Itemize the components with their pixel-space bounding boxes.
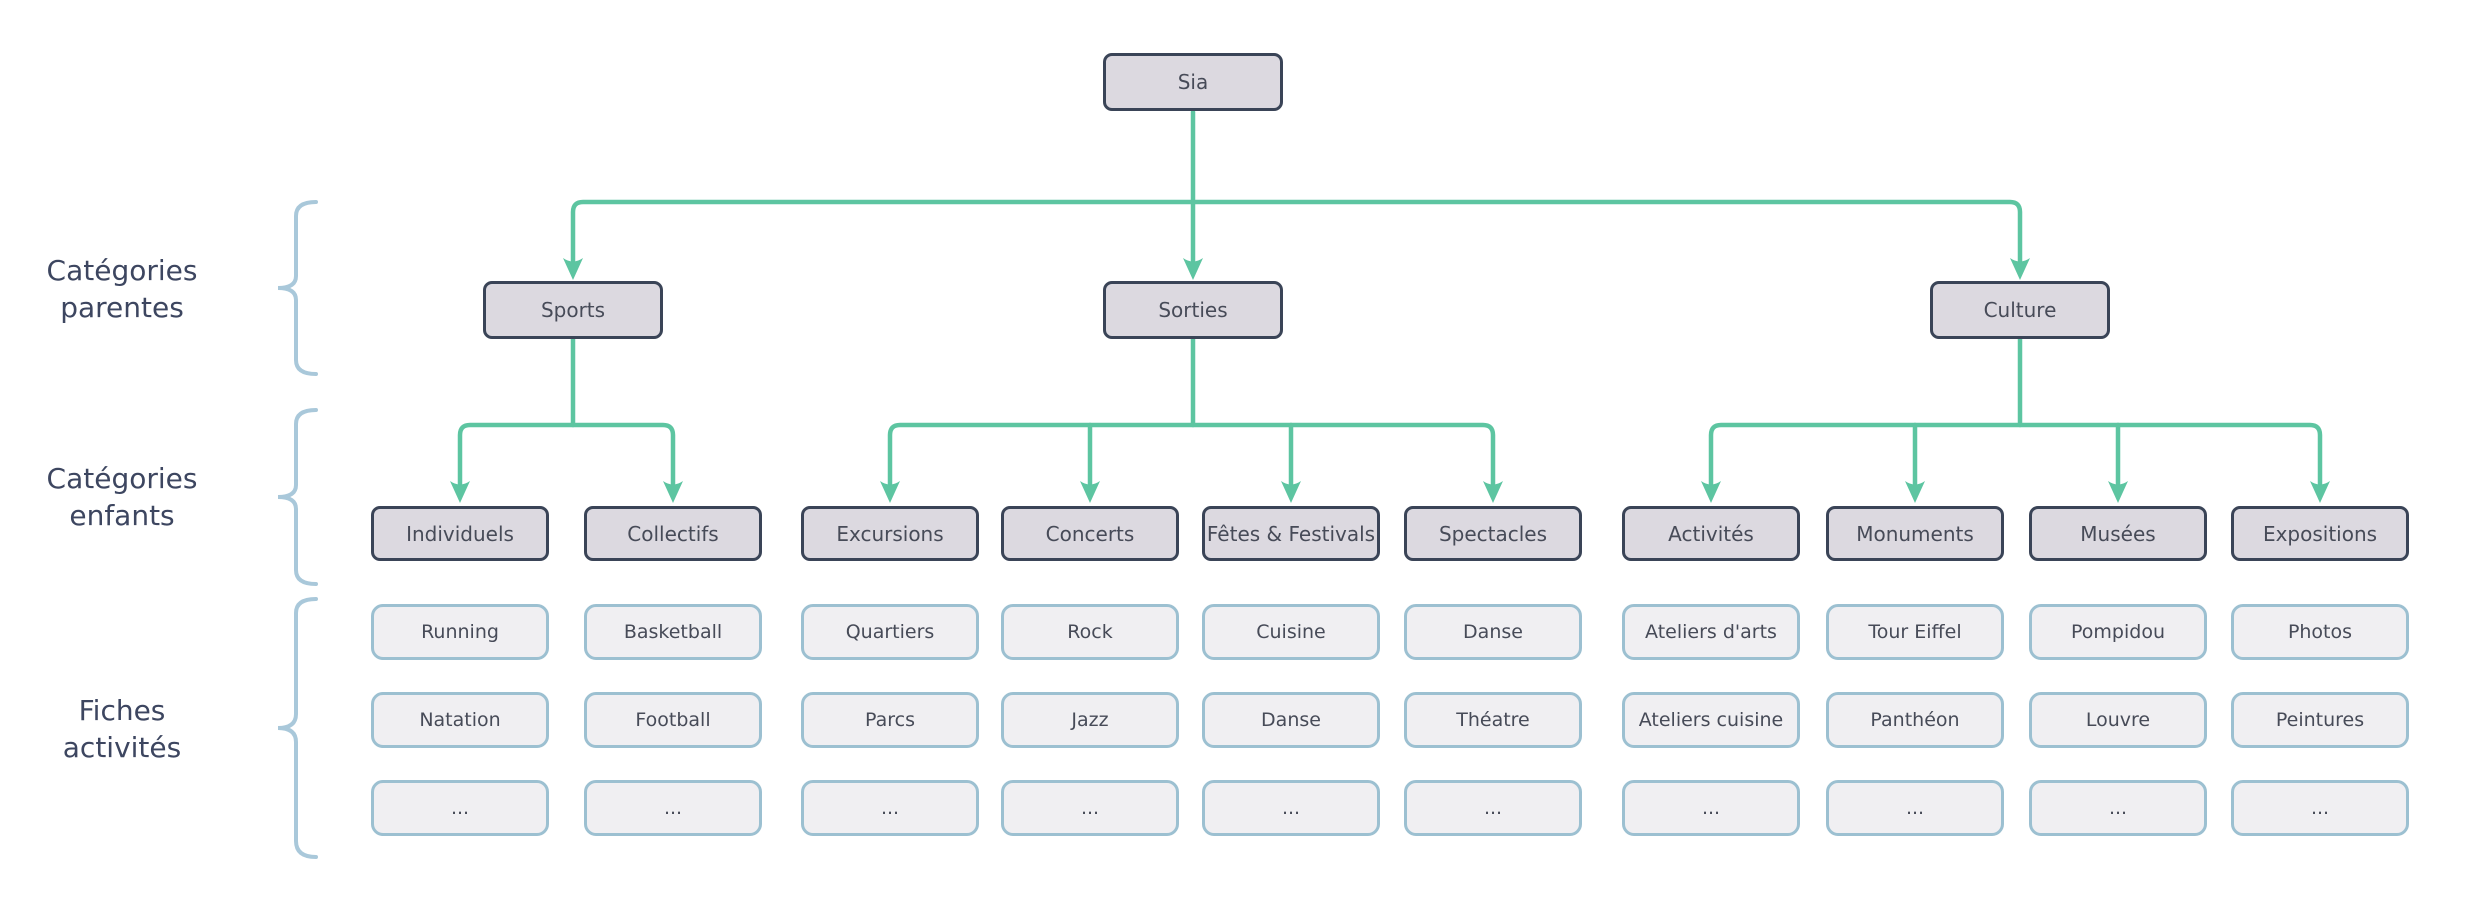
- brace-children: [277, 408, 318, 586]
- arrowhead: [450, 481, 470, 503]
- fiche-card: Natation: [371, 692, 549, 748]
- arrowhead: [880, 481, 900, 503]
- root-node-sia: Sia: [1103, 53, 1283, 111]
- child-node-excursions: Excursions: [801, 506, 979, 561]
- edge-sports-bus: [457, 422, 676, 487]
- fiche-card: ...: [801, 780, 979, 836]
- fiche-card: Pompidou: [2029, 604, 2207, 660]
- fiche-card: ...: [1202, 780, 1380, 836]
- fiche-card: Basketball: [584, 604, 762, 660]
- edge-root-bus: [570, 199, 2023, 264]
- fiche-card: Théatre: [1404, 692, 1582, 748]
- fiche-card: Ateliers d'arts: [1622, 604, 1800, 660]
- fiche-card: Tour Eiffel: [1826, 604, 2004, 660]
- arrowhead: [2108, 481, 2128, 503]
- arrowhead: [1701, 481, 1721, 503]
- child-node-activites: Activités: [1622, 506, 1800, 561]
- fiche-card: ...: [1404, 780, 1582, 836]
- fiche-card: Louvre: [2029, 692, 2207, 748]
- child-node-collectifs: Collectifs: [584, 506, 762, 561]
- brace-fiches: [277, 597, 318, 859]
- child-node-concerts: Concerts: [1001, 506, 1179, 561]
- child-node-musees: Musées: [2029, 506, 2207, 561]
- fiche-card: Jazz: [1001, 692, 1179, 748]
- fiche-card: Running: [371, 604, 549, 660]
- fiche-card: ...: [1622, 780, 1800, 836]
- edge-sorties-bus: [887, 422, 1496, 487]
- child-node-individuels: Individuels: [371, 506, 549, 561]
- fiche-card: Football: [584, 692, 762, 748]
- fiche-card: ...: [371, 780, 549, 836]
- parent-node-sports: Sports: [483, 281, 663, 339]
- arrowhead: [1080, 481, 1100, 503]
- row-label-fiches: Fiches activités: [62, 694, 182, 764]
- fiche-card: Danse: [1404, 604, 1582, 660]
- row-label-parents: Catégories parentes: [46, 254, 198, 324]
- fiche-card: Danse: [1202, 692, 1380, 748]
- arrowhead: [563, 258, 583, 280]
- child-node-expositions: Expositions: [2231, 506, 2409, 561]
- child-node-monuments: Monuments: [1826, 506, 2004, 561]
- fiche-card: ...: [584, 780, 762, 836]
- fiche-card: ...: [2029, 780, 2207, 836]
- parent-node-sorties: Sorties: [1103, 281, 1283, 339]
- child-node-spectacles: Spectacles: [1404, 506, 1582, 561]
- arrowhead: [1183, 258, 1203, 280]
- fiche-card: Panthéon: [1826, 692, 2004, 748]
- arrowhead: [1905, 481, 1925, 503]
- arrowhead: [1483, 481, 1503, 503]
- parent-node-culture: Culture: [1930, 281, 2110, 339]
- fiche-card: Rock: [1001, 604, 1179, 660]
- row-label-children: Catégories enfants: [46, 462, 198, 532]
- arrowhead: [1281, 481, 1301, 503]
- edge-culture-bus: [1708, 422, 2323, 487]
- fiche-card: Parcs: [801, 692, 979, 748]
- fiche-card: ...: [2231, 780, 2409, 836]
- fiche-card: Cuisine: [1202, 604, 1380, 660]
- fiche-card: Quartiers: [801, 604, 979, 660]
- arrowhead: [2010, 258, 2030, 280]
- fiche-card: Ateliers cuisine: [1622, 692, 1800, 748]
- arrowhead: [663, 481, 683, 503]
- fiche-card: Photos: [2231, 604, 2409, 660]
- child-node-fetes-festivals: Fêtes & Festivals: [1202, 506, 1380, 561]
- arrowhead: [2310, 481, 2330, 503]
- brace-parents: [277, 200, 318, 376]
- fiche-card: Peintures: [2231, 692, 2409, 748]
- fiche-card: ...: [1001, 780, 1179, 836]
- fiche-card: ...: [1826, 780, 2004, 836]
